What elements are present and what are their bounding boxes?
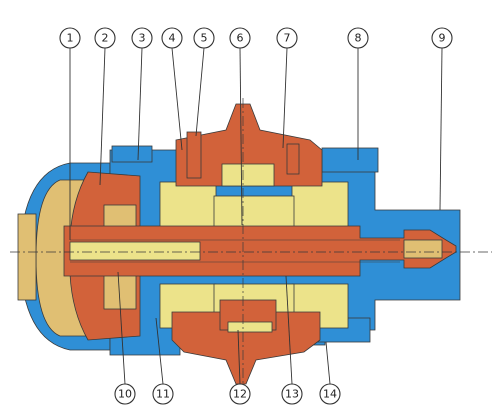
callout-circle-13	[281, 383, 303, 405]
callout-label-8: 8	[355, 32, 362, 45]
flange-right-top	[321, 147, 379, 173]
callout-label-2: 2	[102, 32, 109, 45]
callout-circle-14	[319, 383, 341, 405]
callout-label-5: 5	[201, 32, 208, 45]
shaft-assembly	[63, 225, 457, 277]
callout-label-4: 4	[169, 32, 176, 45]
rotor-bottom-seal	[227, 321, 273, 333]
rotor-bottom-block	[171, 311, 321, 385]
insert-upper-left	[159, 181, 217, 229]
callout-label-9: 9	[439, 32, 446, 45]
rotor-top-recess	[221, 163, 275, 187]
callout-label-1: 1	[67, 32, 74, 45]
leader-line-7	[282, 47, 288, 149]
leader-line-3	[137, 47, 143, 161]
inserts	[159, 181, 349, 329]
shaft-inner-left	[69, 241, 201, 261]
callout-circle-6	[229, 27, 251, 49]
callout-label-12: 12	[233, 388, 247, 401]
callout-circle-5	[193, 27, 215, 49]
bolt-7	[286, 143, 300, 175]
leader-line-11	[155, 317, 164, 385]
leader-line-5	[195, 47, 205, 137]
insert-upper-right	[291, 181, 349, 229]
callout-label-13: 13	[285, 388, 299, 401]
leader-line-12	[237, 329, 241, 385]
shaft-nozzle-tip	[403, 239, 443, 259]
callout-label-10: 10	[118, 388, 132, 401]
callout-circle-3	[131, 27, 153, 49]
rotor-bottom	[171, 299, 321, 385]
callout-circle-7	[276, 27, 298, 49]
callout-circle-9	[431, 27, 453, 49]
leader-line-13	[285, 275, 293, 385]
callout-label-6: 6	[237, 32, 244, 45]
callout-label-3: 3	[139, 32, 146, 45]
callout-label-14: 14	[323, 388, 337, 401]
callout-label-7: 7	[284, 32, 291, 45]
leader-line-2	[99, 47, 106, 186]
leader-line-9	[439, 47, 443, 211]
bolt-5	[186, 131, 202, 179]
flange-left-top	[111, 145, 153, 163]
leader-line-10	[117, 271, 126, 385]
callout-label-11: 11	[156, 388, 170, 401]
callout-circle-11	[152, 383, 174, 405]
end-face-left-strip	[17, 213, 37, 301]
leader-line-4	[171, 47, 183, 151]
callout-circle-8	[347, 27, 369, 49]
callout-circle-1	[59, 27, 81, 49]
callout-circle-4	[161, 27, 183, 49]
callout-circle-10	[114, 383, 136, 405]
callout-circle-12	[229, 383, 251, 405]
callout-circle-2	[94, 27, 116, 49]
leader-line-14	[325, 341, 331, 385]
insert-center-upper	[213, 195, 295, 231]
rotor-top	[175, 103, 323, 187]
leader-line-6	[239, 47, 243, 226]
